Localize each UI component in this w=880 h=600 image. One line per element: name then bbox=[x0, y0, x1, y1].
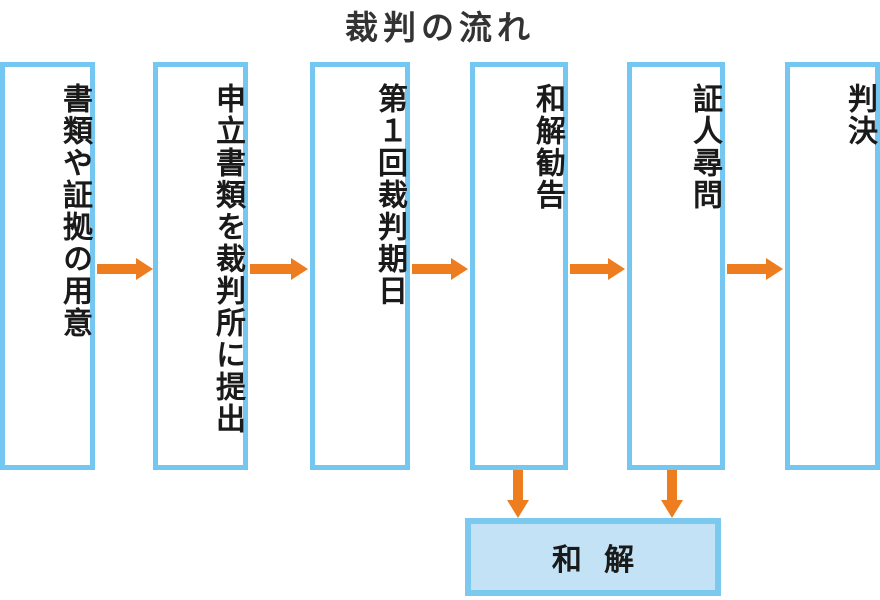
flow-arrow-right-icon bbox=[570, 258, 625, 280]
stage-label: 申立書類を裁判所に提出 bbox=[211, 83, 244, 435]
stage-box-first-hearing[interactable]: 第１回裁判期日 bbox=[310, 62, 410, 470]
stage-label: 書類や証拠の用意 bbox=[58, 83, 91, 339]
stage-box-witness-examination[interactable]: 証人尋問 bbox=[627, 62, 725, 470]
flow-arrow-down-icon bbox=[507, 470, 529, 518]
result-label: 和 解 bbox=[551, 544, 642, 577]
stage-label: 和解勧告 bbox=[531, 83, 564, 211]
stage-box-judgment[interactable]: 判決 bbox=[785, 62, 880, 470]
flow-arrow-right-icon bbox=[727, 258, 783, 280]
flow-arrow-right-icon bbox=[250, 258, 308, 280]
flow-arrow-down-icon bbox=[661, 470, 683, 518]
stage-label: 証人尋問 bbox=[688, 83, 721, 211]
stage-label: 第１回裁判期日 bbox=[373, 83, 406, 307]
stage-label: 判決 bbox=[843, 83, 876, 147]
stage-box-document-preparation[interactable]: 書類や証拠の用意 bbox=[0, 62, 95, 470]
stage-box-file-submission[interactable]: 申立書類を裁判所に提出 bbox=[153, 62, 248, 470]
stage-box-settlement-recommendation[interactable]: 和解勧告 bbox=[470, 62, 568, 470]
page-title: 裁判の流れ bbox=[345, 9, 535, 46]
result-box-settlement[interactable]: 和 解 bbox=[465, 518, 721, 596]
flow-arrow-right-icon bbox=[97, 258, 153, 280]
flow-arrow-right-icon bbox=[412, 258, 468, 280]
